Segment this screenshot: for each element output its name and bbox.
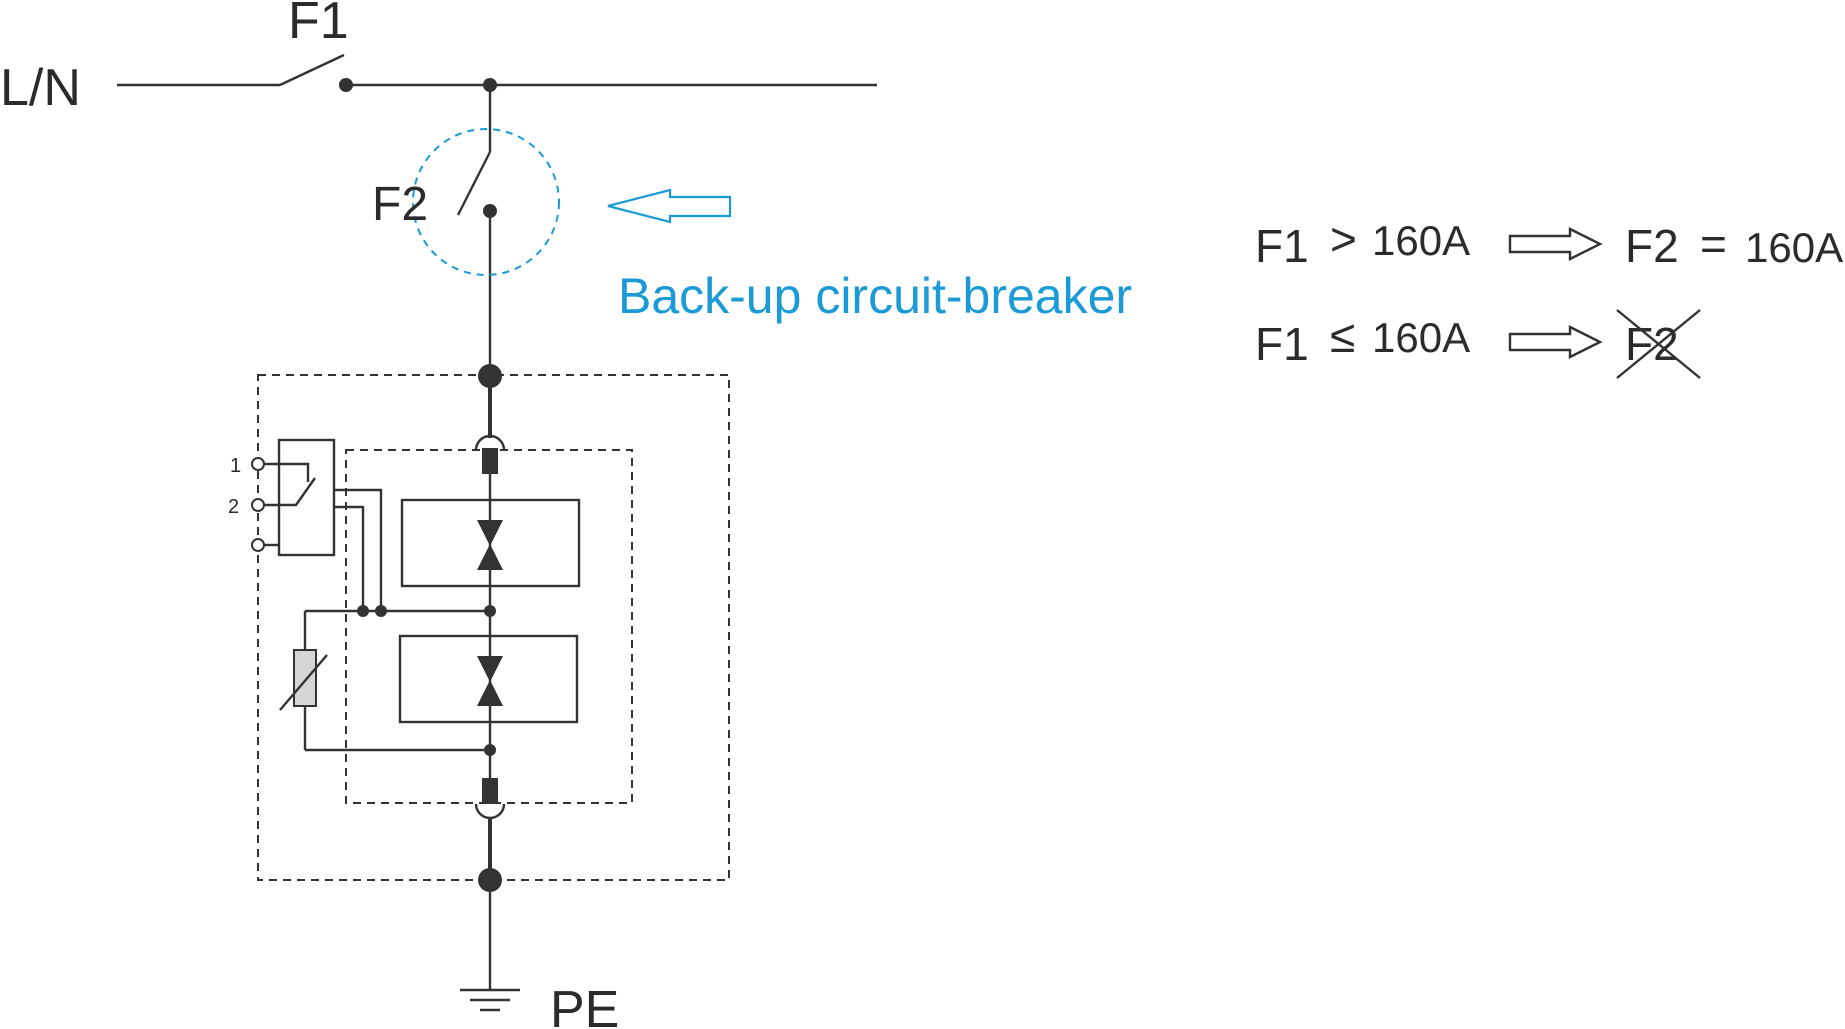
- rule-1-result-operator: =: [1700, 218, 1727, 270]
- earth: PE: [460, 880, 619, 1029]
- rule-1: F1 > 160A F2 = 160A: [1255, 213, 1843, 272]
- signal-contact-box: [277, 438, 336, 557]
- lower-arrester-arrow-up: [477, 680, 503, 706]
- contact-switch: [264, 477, 316, 507]
- rule-2-result: F2: [1625, 318, 1679, 370]
- bottom-plug: [482, 778, 498, 804]
- f1-label: F1: [288, 0, 349, 50]
- upper-arrester-arrow-up: [477, 544, 503, 570]
- backup-label: Back-up circuit-breaker: [618, 268, 1132, 324]
- rule-2-value: 160A: [1372, 314, 1470, 361]
- pe-label: PE: [550, 981, 619, 1029]
- rule-2: F1 ≤ 160A F2: [1255, 309, 1701, 379]
- contact-wire-1: [264, 462, 310, 482]
- f2-label: F2: [372, 178, 428, 231]
- contact-2-label: 2: [228, 496, 239, 518]
- main-line: L/N F1: [0, 0, 877, 117]
- rule-2-operator: ≤: [1330, 310, 1355, 362]
- rule-1-left: F1: [1255, 220, 1309, 272]
- surge-protector: 1 2: [228, 364, 730, 892]
- rule-1-result-value: 160A: [1745, 224, 1843, 271]
- varistor-slash: [279, 654, 328, 711]
- contact-1-label: 1: [230, 455, 241, 477]
- rule-2-arrow: [1508, 325, 1603, 359]
- top-plug: [482, 448, 498, 474]
- f1-switch-blade: [279, 53, 345, 87]
- rule-1-operator: >: [1330, 213, 1357, 265]
- lower-arrester-arrow-down: [477, 656, 503, 682]
- upper-arrester-arrow-down: [477, 520, 503, 546]
- rule-1-value: 160A: [1372, 217, 1470, 264]
- rule-2-left: F1: [1255, 318, 1309, 370]
- top-plug-arc: [474, 434, 506, 451]
- signal-wire-b: [334, 505, 365, 611]
- f2-switch-blade: [456, 151, 492, 216]
- contact-terminal-3: [251, 538, 265, 552]
- pointer-arrow: [607, 188, 732, 224]
- signal-wire-a: [334, 488, 383, 611]
- ln-label: L/N: [0, 59, 81, 117]
- backup-callout: Back-up circuit-breaker: [607, 188, 1132, 324]
- bottom-plug-arc: [474, 803, 506, 820]
- f2-highlight-circle: [412, 128, 560, 276]
- contact-terminal-1: [251, 457, 265, 471]
- rule-1-arrow: [1508, 227, 1603, 261]
- varistor: [293, 649, 317, 707]
- contact-terminal-2: [251, 498, 265, 512]
- f2-breaker: F2: [372, 85, 560, 375]
- cross-stroke-2: [1616, 309, 1701, 379]
- rule-1-result: F2: [1625, 220, 1679, 272]
